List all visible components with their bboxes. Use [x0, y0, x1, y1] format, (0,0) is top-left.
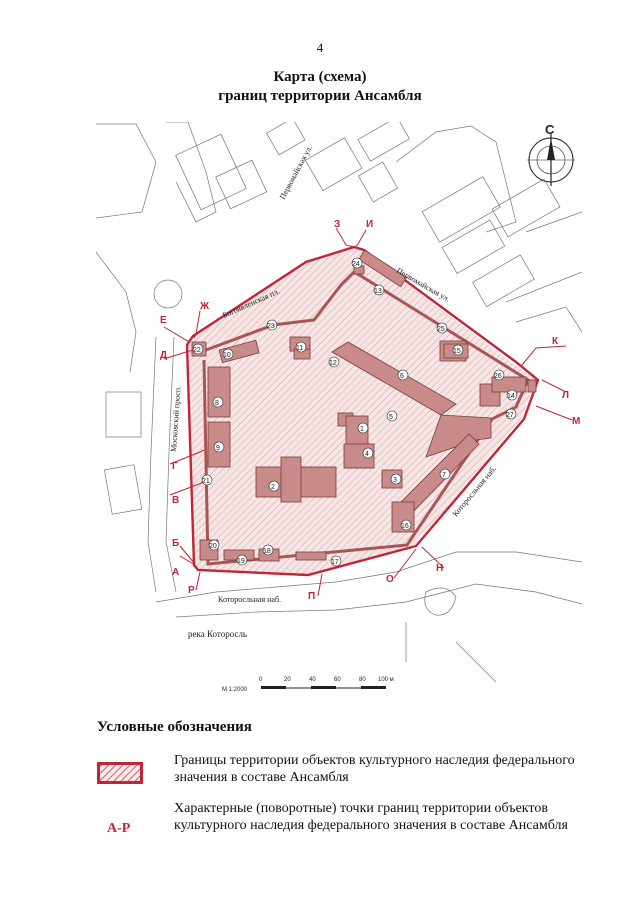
point-r: Р [188, 585, 195, 596]
title-line-1: Карта (схема) [273, 69, 367, 85]
object-24: 24 [352, 261, 360, 268]
compass-icon: С [527, 122, 575, 186]
territory-area [188, 247, 536, 574]
boundary-point-labels: А Б В Г Д Е Ж З И К Л М Н О П Р [160, 219, 580, 602]
page-number: 4 [316, 40, 324, 55]
object-14: 14 [507, 393, 515, 400]
point-zh: Ж [199, 301, 210, 312]
scale-tick-2: 40 [309, 677, 316, 683]
object-27: 27 [506, 412, 514, 419]
city-background [96, 122, 582, 683]
point-a: А [172, 567, 179, 578]
buildings [191, 249, 537, 562]
scale-label: М 1:2000 [222, 687, 248, 693]
object-22: 22 [193, 347, 201, 354]
point-d: Д [160, 350, 167, 361]
point-k: К [552, 336, 559, 347]
title-line-2: границ территории Ансамбля [218, 88, 422, 104]
object-15: 15 [453, 348, 461, 355]
object-9: 9 [216, 445, 220, 452]
page-title: Карта (схема) границ территории Ансамбля [0, 68, 640, 106]
object-5: 5 [389, 414, 393, 421]
object-7: 7 [442, 472, 446, 479]
object-20: 20 [209, 543, 217, 550]
legend-title: Условные обозначения [97, 719, 252, 735]
territory-map: С [96, 122, 582, 704]
object-10: 10 [223, 352, 231, 359]
point-leaders [163, 227, 573, 597]
point-b: Б [172, 538, 179, 549]
point-o: О [386, 574, 394, 585]
object-17: 17 [331, 559, 339, 566]
object-13: 13 [374, 288, 382, 295]
object-numbers [192, 257, 518, 567]
scale-tick-1: 20 [284, 677, 291, 683]
point-m: М [572, 416, 580, 427]
scale-tick-5: 100 м [378, 677, 394, 683]
scale-tick-0: 0 [259, 677, 263, 683]
object-6: 6 [400, 373, 404, 380]
point-v: В [172, 495, 179, 506]
object-3: 3 [393, 477, 397, 484]
point-i: И [366, 219, 373, 230]
object-8: 8 [215, 400, 219, 407]
object-1: 1 [360, 426, 364, 433]
object-16: 16 [401, 523, 409, 530]
legend-boundary-swatch [97, 762, 143, 784]
object-number-labels: 1 2 3 4 5 6 7 8 9 10 11 12 13 14 15 16 1… [193, 261, 515, 566]
point-n: Н [436, 563, 443, 574]
river-label: река Которосль [188, 629, 247, 639]
legend-item-2-text: Характерные (поворотные) точки границ те… [174, 801, 568, 833]
legend-item-1-text: Границы территории объектов культурного … [174, 753, 575, 785]
point-p: П [308, 591, 315, 602]
compass-letter: С [545, 122, 555, 137]
territory-boundary [185, 245, 540, 577]
scale-tick-4: 80 [359, 677, 366, 683]
point-g: Г [172, 461, 178, 472]
object-26: 26 [494, 373, 502, 380]
object-4: 4 [365, 451, 369, 458]
point-e: Е [160, 315, 167, 326]
street-kotoroslnaya-bottom: Которосльная наб. [218, 595, 281, 604]
object-19: 19 [237, 558, 245, 565]
scale-tick-3: 60 [334, 677, 341, 683]
street-moskovsky: Московский просп. [169, 385, 183, 452]
object-25: 25 [437, 326, 445, 333]
point-l: Л [562, 390, 569, 401]
object-21: 21 [202, 478, 210, 485]
object-18: 18 [263, 548, 271, 555]
scale-bar: М 1:2000 0 20 40 60 80 100 м [222, 677, 394, 693]
map-svg: С [96, 122, 582, 693]
object-2: 2 [271, 484, 275, 491]
object-11: 11 [296, 345, 303, 352]
object-12: 12 [329, 360, 337, 367]
object-23: 23 [267, 323, 275, 330]
legend-item-2-symbol: А-Р [107, 821, 131, 836]
point-z: З [334, 219, 340, 230]
